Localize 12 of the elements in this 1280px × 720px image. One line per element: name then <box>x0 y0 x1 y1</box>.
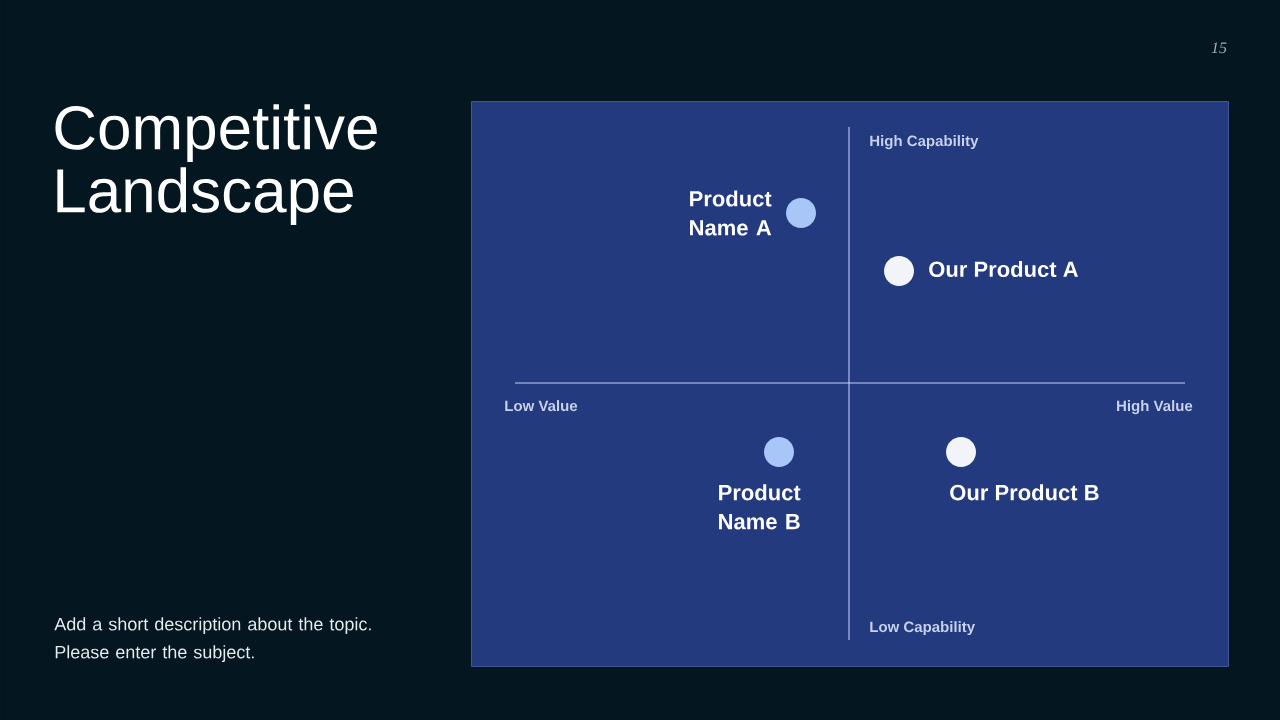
point-label: Our Product B <box>950 484 1099 501</box>
axis-label: High Capability <box>870 135 979 150</box>
description-text: Add a short description about the topic. Please enter the subject. <box>54 617 371 663</box>
point-label: Product Name B <box>719 484 801 530</box>
axis-label: High Value <box>1117 400 1193 415</box>
point-label: Product Name A <box>690 190 772 236</box>
axis-label: Low Value <box>505 400 578 412</box>
axis-label: Low Capability <box>870 621 976 636</box>
slide-title: Competitive Landscape <box>55 104 377 226</box>
page-number: 15 <box>1211 42 1227 54</box>
point-label: Our Product A <box>929 260 1078 278</box>
chart-panel <box>471 101 1229 667</box>
